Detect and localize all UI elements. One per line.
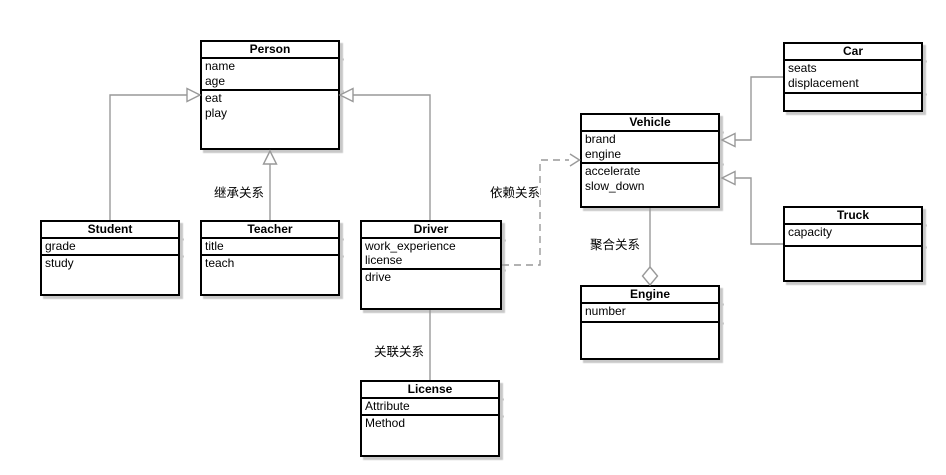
class-car: Car seats displacement [783,42,923,112]
class-car-title: Car [785,44,921,61]
method: play [205,106,228,120]
class-student-attributes: grade [42,239,178,256]
attribute: name [205,59,236,73]
class-student-title: Student [42,222,178,239]
class-teacher-methods: teach [202,256,338,294]
aggregation-edge-label: 聚合关系 [590,238,641,252]
class-vehicle-attributes: brand engine [582,132,718,164]
edge-vehicle-engine-aggregation [641,208,659,287]
method: Method [365,416,406,430]
inheritance-arrow-icon [262,149,278,165]
method: drive [365,270,392,284]
dependency-arrow-icon [569,153,581,167]
attribute: age [205,74,226,88]
attribute: number [585,304,626,318]
class-teacher: Teacher title teach [200,220,340,296]
class-truck: Truck capacity [783,206,923,282]
class-teacher-title: Teacher [202,222,338,239]
aggregation-diamond-icon [641,265,659,287]
attribute: title [205,239,224,253]
class-person-attributes: name age [202,59,338,91]
class-truck-attributes: capacity [785,225,921,247]
class-engine-title: Engine [582,287,718,304]
attribute: license [365,253,403,267]
edge-truck-vehicle-inheritance [720,170,783,245]
class-student: Student grade study [40,220,180,296]
edge-car-vehicle-inheritance [720,76,783,148]
attribute: brand [585,132,616,146]
class-vehicle-methods: accelerate slow_down [582,164,718,206]
class-license-title: License [362,382,498,399]
attribute: engine [585,147,622,161]
inheritance-arrow-icon [338,87,354,103]
class-vehicle: Vehicle brand engine accelerate slow_dow… [580,113,720,208]
attribute: capacity [788,225,833,239]
association-edge-label: 关联关系 [374,345,425,359]
class-engine: Engine number [580,285,720,360]
attribute: displacement [788,76,859,90]
inheritance-arrow-icon [720,170,736,186]
class-license-attributes: Attribute [362,399,498,416]
class-vehicle-title: Vehicle [582,115,718,132]
method: accelerate [585,164,641,178]
class-driver-title: Driver [362,222,500,239]
class-license-methods: Method [362,416,498,455]
class-truck-methods [785,247,921,280]
class-driver: Driver work_experience license drive [360,220,502,310]
class-driver-attributes: work_experience license [362,239,500,270]
class-driver-methods: drive [362,270,500,308]
class-license: License Attribute Method [360,380,500,457]
class-car-methods [785,94,921,110]
class-person: Person name age eat play [200,40,340,150]
edge-student-person-inheritance [109,87,202,220]
method: teach [205,256,235,270]
class-person-title: Person [202,42,338,59]
inheritance-arrow-icon [186,87,202,103]
attribute: seats [788,61,817,75]
method: slow_down [585,179,645,193]
inheritance-edge-label: 继承关系 [214,186,265,200]
edge-driver-vehicle-dependency [502,153,581,266]
class-car-attributes: seats displacement [785,61,921,94]
class-teacher-attributes: title [202,239,338,256]
method: eat [205,91,222,105]
class-engine-attributes: number [582,304,718,323]
class-student-methods: study [42,256,178,294]
dependency-edge-label: 依赖关系 [490,186,541,200]
edge-teacher-person-inheritance [262,149,278,220]
inheritance-arrow-icon [720,132,736,148]
attribute: work_experience [365,239,456,253]
attribute: grade [45,239,76,253]
class-truck-title: Truck [785,208,921,225]
class-person-methods: eat play [202,91,338,148]
edge-driver-person-inheritance [338,87,431,220]
attribute: Attribute [365,399,410,413]
method: study [45,256,74,270]
class-engine-methods [582,323,718,358]
